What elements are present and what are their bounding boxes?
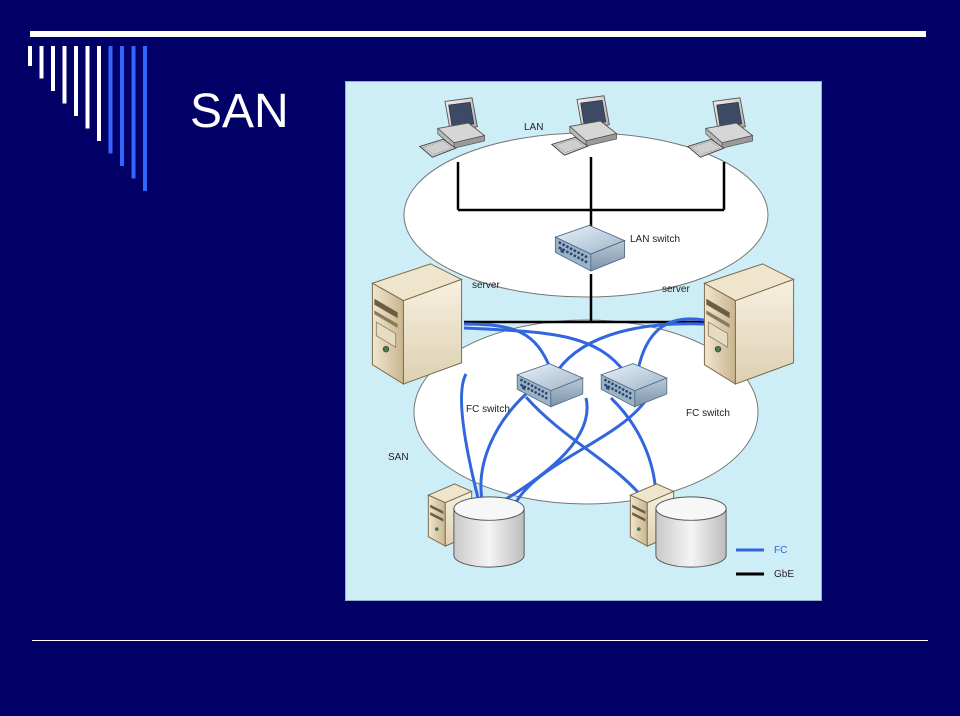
fc-switch-right-label: FC switch — [686, 408, 730, 419]
storage-disk-icon — [655, 496, 727, 568]
decorative-stripe — [108, 46, 113, 154]
slide-title: SAN — [190, 85, 289, 138]
san-diagram: LAN LAN switch server server FC switch F… — [345, 81, 822, 601]
legend-fc-label: FC — [774, 545, 787, 556]
top-rule — [30, 31, 926, 37]
lan-switch-label: LAN switch — [630, 234, 680, 245]
decorative-stripe — [74, 46, 78, 116]
decorative-stripe — [85, 46, 90, 129]
decorative-stripe — [131, 46, 136, 179]
server-left-label: server — [472, 280, 500, 291]
workstation-icon — [687, 97, 754, 158]
storage-disk-icon — [453, 496, 525, 568]
gbe-links — [456, 157, 726, 324]
server-tower-icon — [371, 263, 463, 385]
san-diagram-canvas: LAN LAN switch server server FC switch F… — [371, 95, 795, 580]
server-right-label: server — [662, 284, 690, 295]
decorative-stripe — [97, 46, 101, 141]
decorative-stripe — [120, 46, 124, 166]
bottom-rule — [32, 640, 928, 641]
fc-links — [460, 317, 705, 510]
legend: FC GbE — [736, 545, 794, 580]
legend-gbe-label: GbE — [774, 569, 794, 580]
decorative-stripes — [28, 46, 147, 191]
lan-label: LAN — [524, 122, 543, 133]
decorative-stripe — [39, 46, 44, 79]
decorative-stripe — [62, 46, 67, 104]
decorative-stripe — [143, 46, 147, 191]
server-tower-icon — [703, 263, 795, 385]
fc-switch-left-label: FC switch — [466, 404, 510, 415]
lan-ellipse — [403, 132, 769, 298]
decorative-stripe — [51, 46, 55, 91]
san-label: SAN — [388, 452, 409, 463]
decorative-stripe — [28, 46, 32, 66]
workstation-icon — [419, 97, 486, 158]
